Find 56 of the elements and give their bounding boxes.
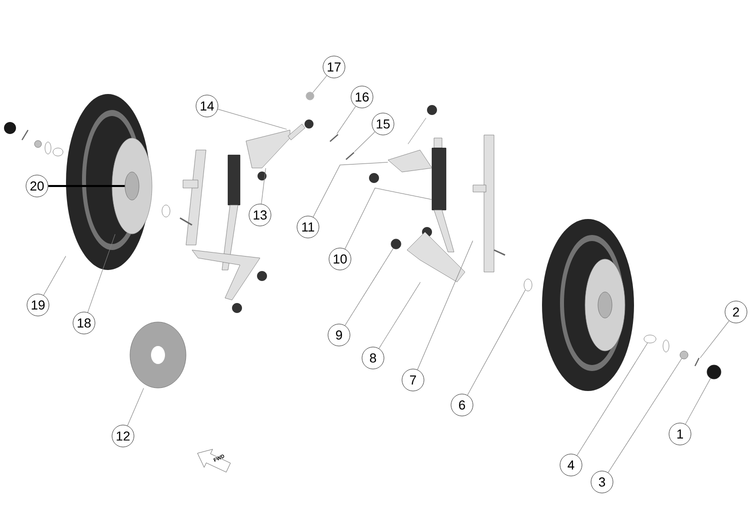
callout-number: 10 — [328, 248, 352, 270]
leader-line — [576, 342, 648, 456]
spindle-drawing — [472, 134, 506, 272]
callout-number: 1 — [668, 422, 692, 446]
callout-number: 9 — [328, 324, 350, 346]
callout-number: 12 — [112, 424, 134, 448]
leader-line — [312, 75, 328, 94]
leader-line — [700, 320, 730, 358]
leader-line — [608, 358, 682, 473]
leader-line — [127, 388, 144, 426]
bolt-drawing — [346, 152, 354, 160]
bolt-drawing — [330, 134, 338, 142]
nut — [306, 92, 314, 100]
leader-line — [218, 108, 288, 130]
leader-line — [48, 185, 125, 187]
pin-drawing — [288, 124, 306, 140]
leader-line — [685, 378, 711, 424]
leader-line — [378, 282, 421, 349]
leader-line — [344, 248, 394, 326]
cotter-pin-drawing — [694, 358, 700, 366]
callout-number: 7 — [402, 368, 424, 392]
callout-number: 3 — [590, 470, 614, 494]
callout-number: 16 — [350, 86, 374, 108]
nut — [680, 350, 688, 360]
leader-line — [344, 188, 432, 250]
callout-number: 19 — [26, 294, 50, 316]
callout-number: 2 — [724, 300, 748, 324]
leader-line — [467, 290, 526, 396]
callout-number: 18 — [72, 312, 96, 334]
callout-number: 6 — [450, 394, 474, 416]
brake-disc-drawing — [130, 322, 186, 388]
leader-line — [261, 168, 266, 204]
callout-number: 20 — [26, 174, 48, 198]
callout-number: 14 — [196, 94, 218, 118]
leader-line — [354, 132, 376, 152]
a-arm-drawing — [406, 232, 466, 282]
a-arm-drawing — [388, 150, 432, 172]
callout-number: 4 — [560, 454, 582, 476]
leader-line — [312, 162, 388, 218]
callout-number: 15 — [372, 112, 394, 136]
shock-absorber-drawing — [432, 138, 454, 252]
callout-number: 17 — [322, 56, 346, 78]
leader-line — [87, 234, 116, 313]
a-arm-drawing — [246, 130, 290, 168]
leader-line — [417, 240, 474, 370]
washer — [524, 278, 532, 292]
callout-number: 8 — [362, 346, 384, 370]
bushing — [390, 238, 402, 250]
callout-number: 13 — [248, 204, 272, 226]
callout-number: 11 — [296, 216, 320, 238]
rim-drawing — [112, 138, 152, 234]
leader-line — [336, 106, 356, 134]
cap-nut — [706, 364, 722, 380]
spacer — [644, 334, 656, 344]
leader-line — [43, 256, 66, 296]
hub — [124, 172, 140, 200]
